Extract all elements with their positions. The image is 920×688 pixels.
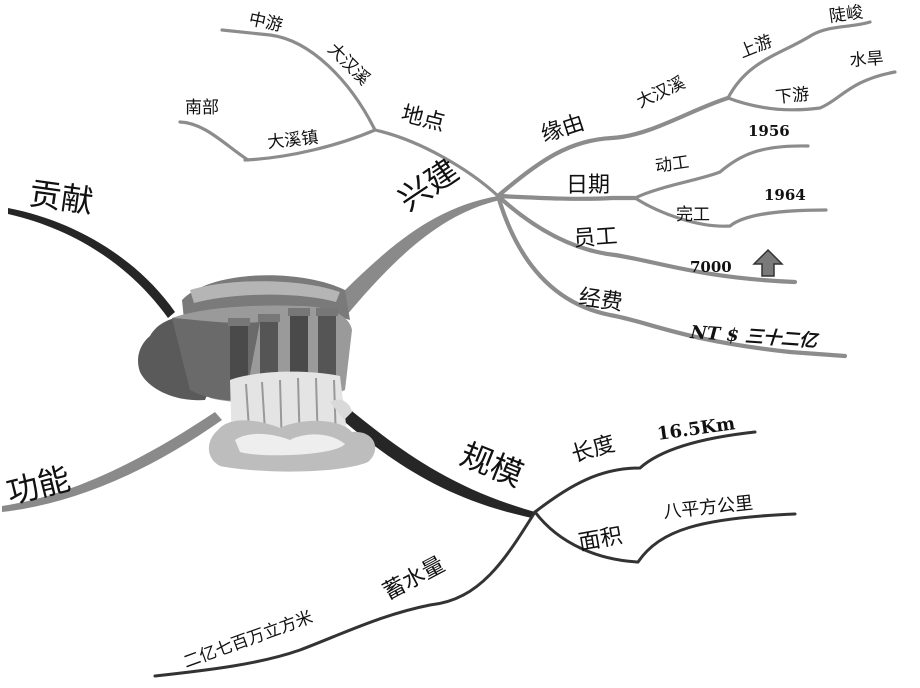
label-donggong: 动工	[654, 152, 690, 177]
label-didian: 地点	[399, 102, 448, 137]
label-yuangong: 员工	[573, 224, 619, 252]
line-to-jingfei	[495, 193, 848, 359]
line-to-yuanyou	[495, 95, 731, 199]
line-to-nanbu	[178, 120, 250, 162]
line-to-shangyou	[726, 20, 872, 100]
label-year-end: 1964	[764, 186, 806, 204]
label-year-start: 1956	[748, 122, 790, 140]
label-jingfei: 经费	[577, 285, 624, 316]
branch-gongxian	[8, 208, 175, 318]
label-staff-count: 7000	[690, 258, 732, 276]
label-guimo: 规模	[455, 435, 529, 494]
label-nanbu: 南部	[185, 98, 219, 118]
label-xushuiliang: 蓄水量	[379, 552, 449, 605]
label-shuihan: 水旱	[849, 49, 884, 71]
label-xiayou: 下游	[774, 85, 810, 108]
label-wangong: 完工	[676, 205, 710, 225]
line-to-mianji	[533, 510, 797, 564]
branch-guimo	[340, 408, 535, 518]
label-dahanxi-1: 大汉溪	[323, 39, 373, 89]
label-changdu: 长度	[569, 432, 618, 468]
label-gongxian: 贡献	[27, 174, 96, 221]
line-to-xushuiliang	[153, 510, 537, 678]
line-to-didian	[373, 128, 500, 198]
line-to-riqi	[495, 193, 638, 201]
label-riqi: 日期	[566, 173, 610, 198]
line-to-xiayou	[726, 70, 897, 112]
line-to-wangong	[633, 196, 828, 228]
label-dahanxi-2: 大汉溪	[634, 73, 689, 113]
line-to-zhongyou	[220, 28, 377, 132]
label-gongneng: 功能	[3, 459, 74, 511]
label-mianji: 面积	[577, 524, 625, 556]
label-xingjian: 兴建	[391, 151, 465, 218]
line-to-changdu	[533, 430, 757, 514]
line-to-yuangong	[495, 193, 798, 285]
up-arrow-icon	[752, 248, 784, 277]
branch-gongneng	[2, 412, 222, 512]
label-doujun: 陡峻	[828, 2, 864, 27]
dam-illustration	[138, 275, 376, 472]
label-length-value: 16.5Km	[656, 413, 737, 445]
line-to-daxizhen	[243, 128, 377, 162]
line-to-donggong	[633, 144, 810, 200]
